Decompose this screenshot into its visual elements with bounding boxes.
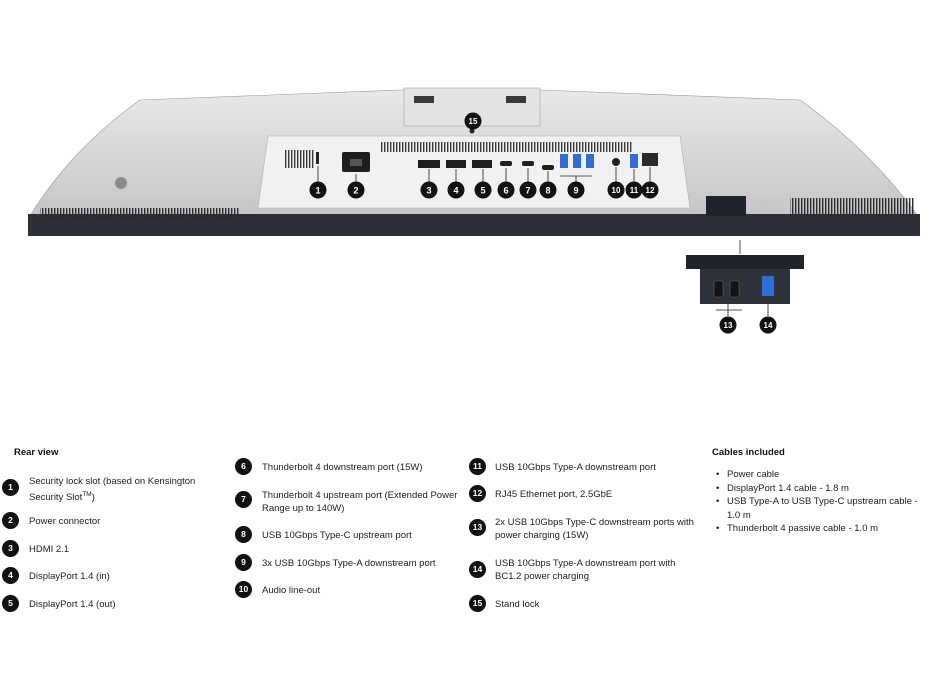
callout-15 [464,112,482,130]
svg-text:13: 13 [724,321,733,330]
legend-label-dp-out: DisplayPort 1.4 (out) [29,599,116,610]
legend-label-audio: Audio line-out [262,585,321,596]
callout-markers: 1 2 3 4 5 6 7 8 9 10 11 12 13 14 15 [309,112,777,334]
callout-13 [719,316,737,334]
bottom-bezel [28,214,920,236]
cable-item: USB Type-A to USB Type-C upstream cable … [712,495,932,522]
callout-12 [641,181,659,199]
svg-text:6: 6 [503,186,508,196]
callout-4 [447,181,465,199]
callout-2 [347,181,365,199]
svg-text:10: 10 [612,186,621,195]
rear-view-heading: Rear view [14,447,59,458]
legend-number: 13 [469,519,486,536]
legend-label-rj45: RJ45 Ethernet port, 2.5GbE [495,489,613,500]
cable-item: DisplayPort 1.4 cable - 1.8 m [712,482,932,496]
svg-text:3: 3 [426,186,431,196]
svg-text:12: 12 [646,186,655,195]
legend-number: 4 [2,567,19,584]
svg-text:9: 9 [573,186,578,196]
legend-number: 6 [235,458,252,475]
callout-3 [420,181,438,199]
legend-label-tb4-down: Thunderbolt 4 downstream port (15W) [262,462,423,473]
callout-8 [539,181,557,199]
legend-label-security-lock: Security lock slot (based on Kensington … [29,476,196,504]
svg-text:8: 8 [545,186,550,196]
svg-text:15: 15 [469,117,478,126]
legend-label-power: Power connector [29,516,101,527]
cable-item: Power cable [712,468,932,482]
legend-label-tb4-up: Thunderbolt 4 upstream port (Extended Po… [262,490,458,514]
legend-number: 14 [469,561,486,578]
svg-text:7: 7 [525,186,530,196]
callout-7 [519,181,537,199]
svg-text:11: 11 [630,186,639,195]
legend-number: 12 [469,485,486,502]
legend-number: 2 [2,512,19,529]
cables-list: Power cable DisplayPort 1.4 cable - 1.8 … [712,468,932,536]
legend-label-dp-in: DisplayPort 1.4 (in) [29,571,110,582]
legend-label-hdmi: HDMI 2.1 [29,544,70,555]
legend-label-usbc-up: USB 10Gbps Type-C upstream port [262,530,412,541]
svg-text:5: 5 [480,186,485,196]
cables-heading: Cables included [712,447,785,458]
svg-text:2: 2 [353,186,358,196]
legend-label-usba-down: USB 10Gbps Type-A downstream port [495,462,656,473]
legend-number: 15 [469,595,486,612]
legend-number: 9 [235,554,252,571]
cable-item: Thunderbolt 4 passive cable - 1.0 m [712,522,932,536]
legend-label-3x-usba: 3x USB 10Gbps Type-A downstream port [262,558,436,569]
callout-9 [567,181,585,199]
svg-text:1: 1 [315,186,320,196]
callout-14 [759,316,777,334]
legend-number: 5 [2,595,19,612]
legend-number: 8 [235,526,252,543]
svg-text:14: 14 [764,321,773,330]
legend-number: 11 [469,458,486,475]
legend-label-stand-lock: Stand lock [495,599,540,610]
side-hub-body [700,269,790,304]
side-hub-bar [686,255,804,269]
legend-number: 7 [235,491,252,508]
legend-number: 10 [235,581,252,598]
callout-5 [474,181,492,199]
callout-6 [497,181,515,199]
callout-11 [625,181,643,199]
svg-text:4: 4 [453,186,458,196]
legend-number: 1 [2,479,19,496]
callout-1 [309,181,327,199]
legend-number: 3 [2,540,19,557]
callout-10 [607,181,625,199]
monitor-rear-diagram: 1 2 3 4 5 6 7 8 9 10 11 12 13 14 15 [28,87,920,334]
legend-label-usba-bc12: USB 10Gbps Type-A downstream port with B… [495,558,676,582]
legend-label-2x-usbc: 2x USB 10Gbps Type-C downstream ports wi… [495,517,694,541]
